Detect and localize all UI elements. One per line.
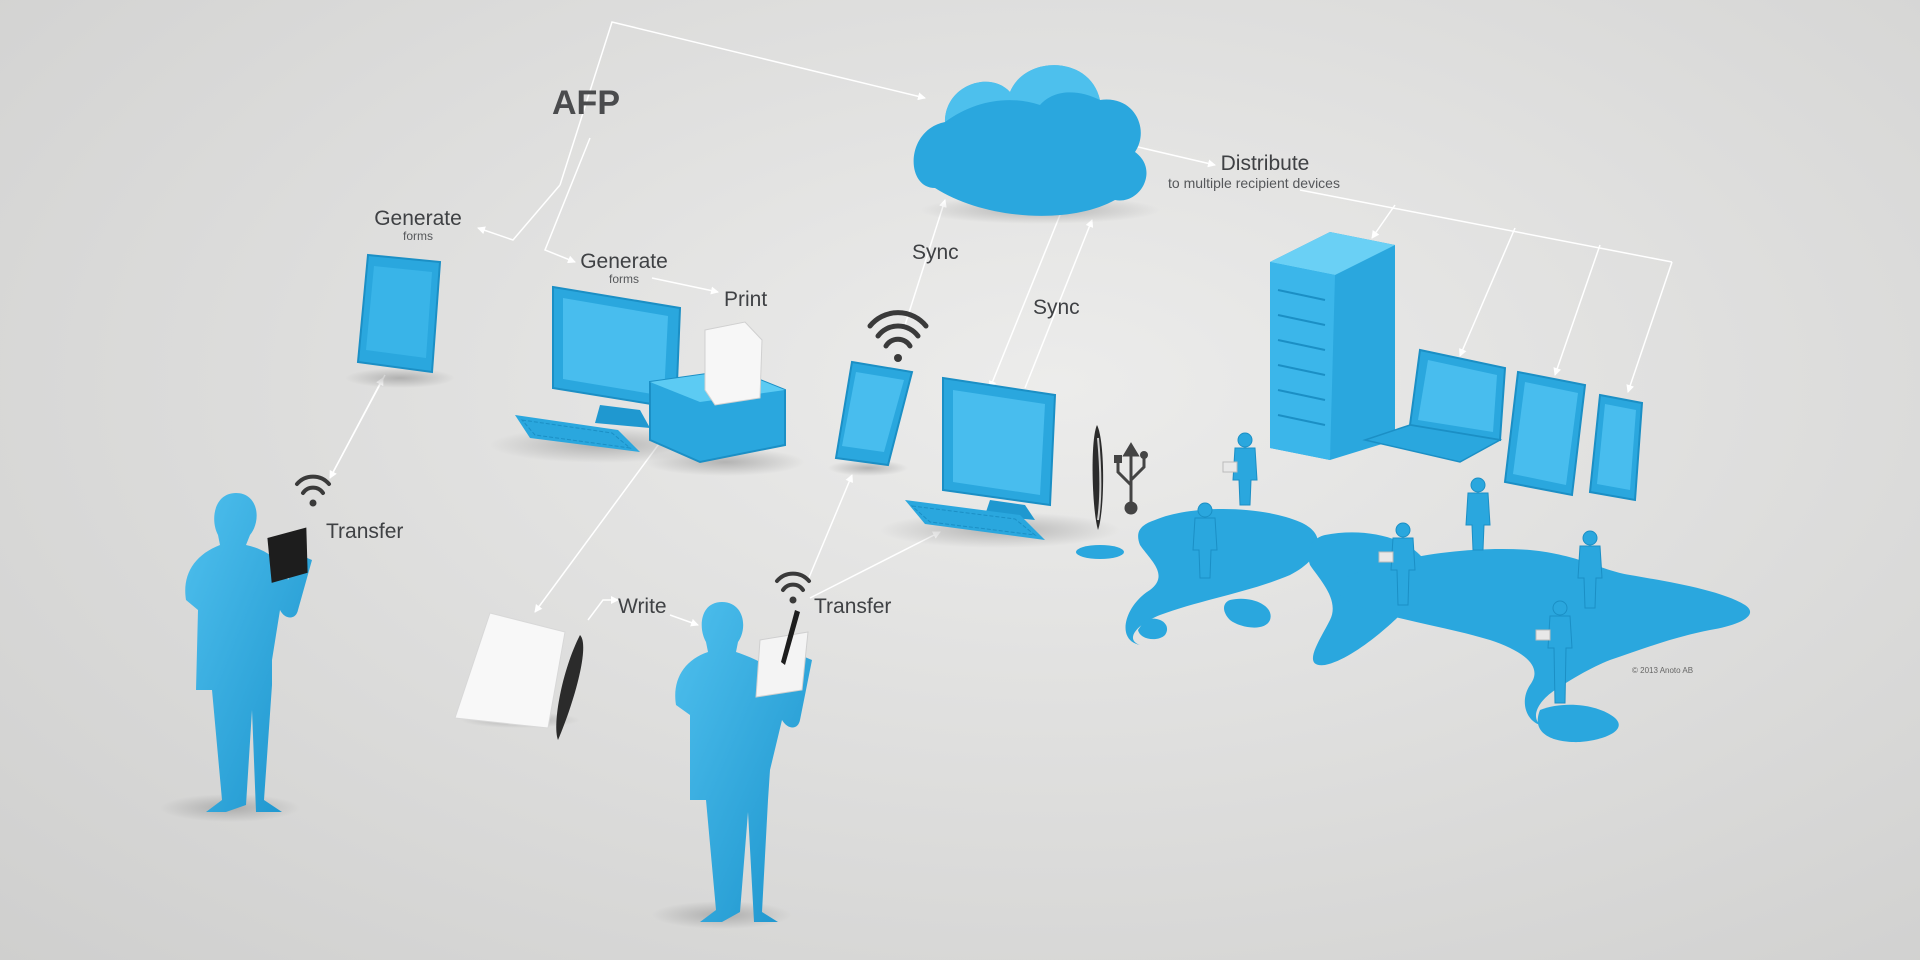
generate-left-label: Generate forms (372, 207, 464, 243)
map-person-3 (1378, 522, 1416, 606)
map-person-5 (1577, 530, 1603, 609)
arrow-afp-cloud (559, 21, 926, 186)
arrow-write (587, 596, 619, 621)
map-person-4 (1465, 477, 1491, 551)
arrow-transfer-phone (807, 474, 853, 581)
transfer-mid-label: Transfer (814, 595, 892, 618)
arrow-computer-cloud (1024, 219, 1094, 389)
arrow-cloud-computer (988, 214, 1061, 389)
smartphone-icon (828, 360, 914, 476)
arrow-write-person (669, 614, 699, 627)
tablet-icon (345, 253, 455, 388)
wifi-mid-icon (775, 571, 811, 604)
distribute-label: Distribute to multiple recipient devices (1168, 152, 1350, 191)
write-label: Write (618, 595, 667, 618)
arrow-phone-cloud (904, 199, 947, 326)
wifi-left-icon (295, 474, 331, 507)
cloud-icon (913, 65, 1160, 224)
arrow-dist-server (1371, 204, 1396, 239)
generate-mid-sub: forms (609, 272, 639, 286)
map-person-2 (1192, 502, 1218, 579)
distribute-sub: to multiple recipient devices (1168, 175, 1340, 191)
person-with-tablet-icon (160, 493, 312, 822)
map-people (1192, 432, 1603, 704)
generate-mid-label: Generate forms (578, 250, 670, 286)
generate-left-sub: forms (403, 229, 433, 243)
wifi-phone-icon (867, 310, 929, 362)
person-with-pen-icon (652, 602, 812, 929)
write-pen-icon (556, 635, 584, 740)
sync-mid-label: Sync (1033, 296, 1080, 319)
arrow-dist-phone (1626, 261, 1673, 393)
center-computer-icon (880, 376, 1120, 548)
transfer-left-label: Transfer (326, 520, 404, 543)
usb-icon (1114, 442, 1148, 515)
generate-left-text: Generate (374, 207, 462, 230)
arrow-transfer-tablet (329, 377, 384, 479)
distribution-tablet-icon (1503, 370, 1587, 497)
map-person-6 (1535, 600, 1573, 704)
arrow-generate-print (651, 277, 719, 295)
map-person-1 (1222, 432, 1258, 506)
copyright-text: © 2013 Anoto AB (1632, 666, 1693, 675)
sync-top-label: Sync (912, 241, 959, 264)
afp-title: AFP (552, 84, 620, 122)
laptop-icon (1362, 348, 1507, 463)
flow-arrows (329, 21, 1673, 627)
server-tower-icon (1270, 232, 1395, 460)
arrow-dist-tablet (1553, 244, 1601, 376)
generate-mid-text: Generate (580, 250, 668, 273)
print-label: Print (724, 288, 768, 311)
paper-form-icon (454, 612, 580, 729)
desktop-computer-icon (490, 285, 710, 463)
digital-pen-icon (1076, 425, 1124, 559)
printer-icon (645, 321, 805, 476)
distribute-bus (1299, 189, 1673, 263)
distribute-text: Distribute (1220, 152, 1310, 175)
arrow-afp-generate-left (477, 184, 561, 241)
distribution-phone-icon (1588, 393, 1644, 502)
arrow-dist-laptop (1459, 227, 1516, 357)
world-map-icon (1125, 508, 1751, 743)
arrow-afp-generate-mid (544, 137, 591, 264)
